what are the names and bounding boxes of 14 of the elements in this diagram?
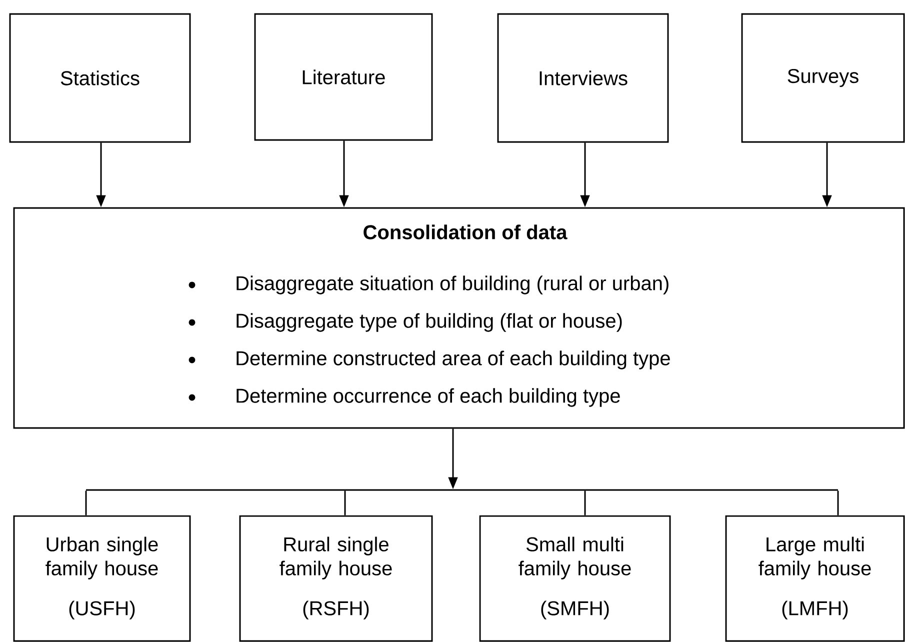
category-box: Small multi family house (SMFH) [479, 515, 671, 642]
connector-line [584, 490, 586, 516]
source-box: Interviews [497, 13, 669, 143]
connector-line [85, 490, 87, 516]
connector-line [837, 490, 839, 516]
source-box: Statistics [9, 13, 191, 143]
source-box: Surveys [741, 13, 905, 143]
category-box: Large multi family house (LMFH) [725, 515, 905, 642]
category-box: Urban single family house (USFH) [13, 515, 191, 642]
category-box: Rural single family house (RSFH) [239, 515, 433, 642]
consolidation-box: Consolidation of data Disaggregate situation of building (rural or urban) Disaggregate type of building (flat or house) Determine constructed area of each building type Determine occurrence of each building type [13, 207, 905, 429]
connector-line [344, 490, 346, 516]
connector-bar [85, 489, 839, 491]
source-box: Literature [254, 13, 433, 141]
